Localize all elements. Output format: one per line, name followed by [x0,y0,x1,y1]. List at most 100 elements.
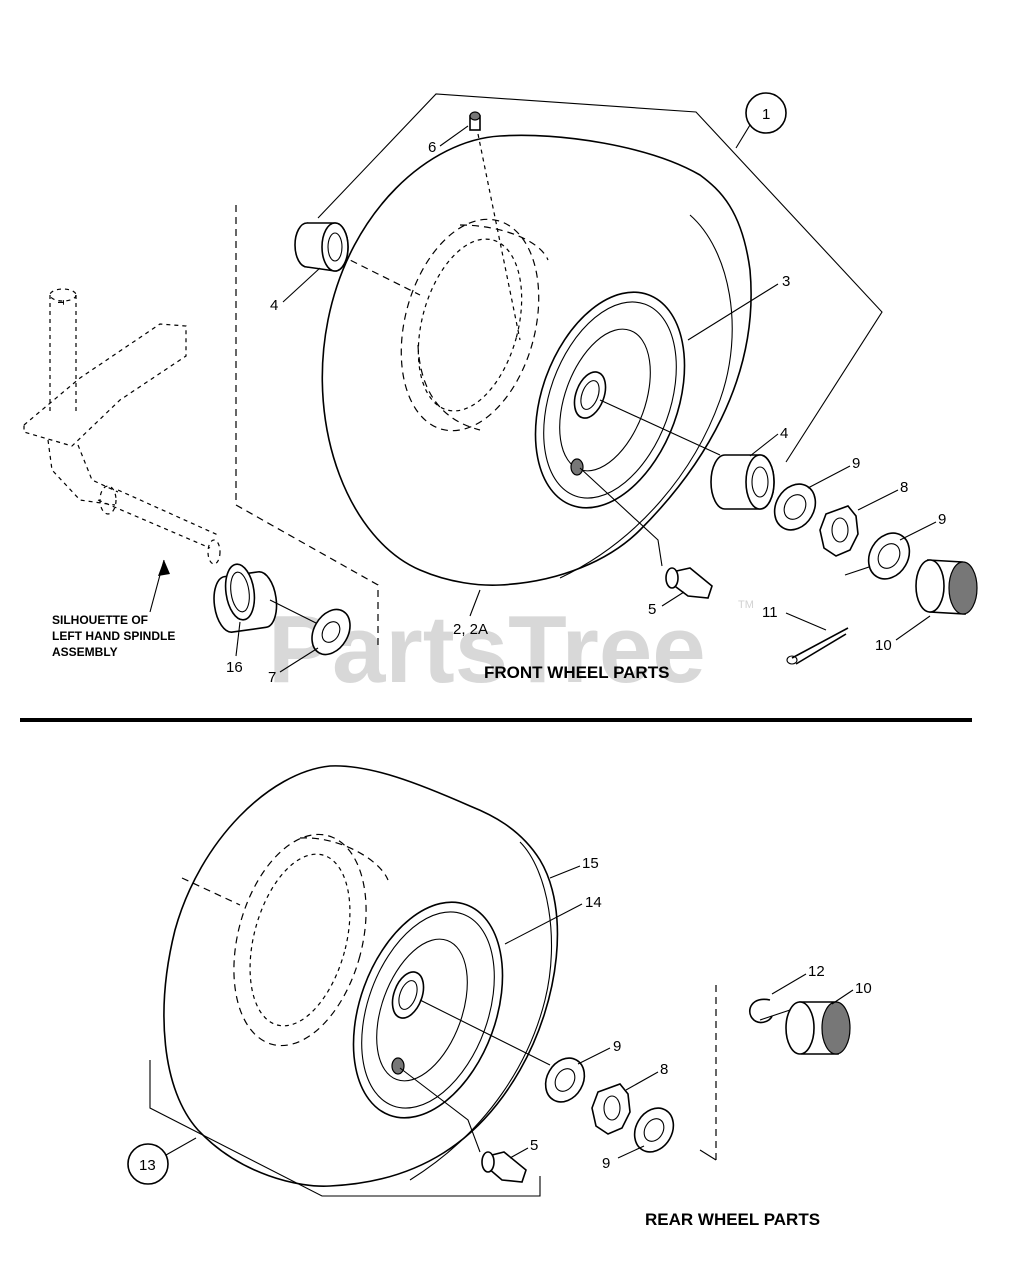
front-axle-line-right [599,399,721,456]
rear-rim-lip [361,911,495,1109]
leader-9-lower [899,521,937,541]
e-clip [748,998,773,1024]
front-rim-lip [543,301,677,499]
watermark-tm: TM [738,599,754,611]
callout-14: 14 [585,894,602,911]
leader-11 [785,612,827,631]
callout-9-lower: 9 [938,511,946,528]
callout-10-front: 10 [875,637,892,654]
rear-star-washer [591,1083,631,1135]
leader-3 [687,283,779,341]
leader-5-front [661,591,685,607]
leader-7 [279,647,319,673]
spacer-bushing [213,563,278,633]
washer-lower [867,532,911,580]
callout-6: 6 [428,139,436,156]
leader-9-rear-lower [617,1145,645,1159]
callout-4-upper: 4 [270,297,278,314]
leader-8 [857,489,899,511]
leader-8-rear [625,1071,659,1091]
callout-9-rear-lower: 9 [602,1155,610,1172]
washer-upper [773,483,817,531]
rear-axle-line-left [181,877,241,906]
callout-3: 3 [782,273,790,290]
front-inner-bracket [235,205,379,645]
callout-16: 16 [226,659,243,676]
silhouette-label-2: LEFT HAND SPINDLE [52,629,175,643]
front-valve-hole [570,458,584,476]
rear-washer-lower [633,1107,675,1153]
silhouette-label-3: ASSEMBLY [52,645,118,659]
callout-4-lower: 4 [780,425,788,442]
silhouette-arrow [158,560,170,576]
grease-fitting-line [477,133,521,341]
flange-bushing-upper [294,222,349,272]
leader-14 [504,903,583,945]
rear-caption: REAR WHEEL PARTS [645,1210,820,1229]
grease-fitting [469,111,481,131]
front-back-rim [400,218,540,432]
front-caption: FRONT WHEEL PARTS [484,663,669,682]
rear-valve-hole [391,1057,405,1075]
front-assembly-bracket [317,93,883,463]
flange-bushing-lower [710,454,775,510]
leader-1 [735,124,751,149]
valve-stem-rear [399,1067,527,1183]
star-washer [819,505,859,557]
rear-axle-line-right [419,999,551,1066]
hub-cap-front [915,559,978,615]
callout-5-rear: 5 [530,1137,538,1154]
callout-11: 11 [762,604,778,621]
rear-washer-upper [544,1057,586,1103]
svg-text:T: T [56,300,65,305]
rear-wheel-assembly [149,765,851,1197]
front-hub-bottom [417,344,481,431]
callout-circle-13 [127,1143,169,1185]
front-back-rim-inner [417,238,523,412]
front-wheel-assembly [213,93,978,665]
rear-rim-dish [376,938,468,1082]
callout-9-upper: 9 [852,455,860,472]
callout-circle-1 [745,92,787,134]
section-divider [20,718,972,722]
callout-9-rear-upper: 9 [613,1038,621,1055]
front-rim [534,291,686,509]
callout-7: 7 [268,669,276,686]
rear-hub-bore-inner [398,980,418,1010]
rear-back-rim [233,833,367,1047]
silhouette-label-1: SILHOUETTE OF [52,613,148,627]
rear-hub-top [299,837,389,881]
leader-10-rear [831,989,854,1005]
callout-13: 13 [139,1157,156,1174]
rear-assembly-bracket [149,1060,541,1197]
spindle-silhouette: T [23,288,221,565]
leader-16 [235,621,241,657]
leader-4-lower [749,433,779,457]
leader-6 [439,125,469,147]
leader-15 [549,865,581,879]
leader-10-front [895,615,931,641]
rear-axle-line-cap [759,1009,791,1021]
leader-13 [165,1137,197,1156]
callout-15: 15 [582,855,599,872]
front-hub-bore-inner [580,380,600,410]
callout-2: 2, 2A [453,621,488,638]
callout-10-rear: 10 [855,980,872,997]
callout-5-front: 5 [648,601,656,618]
leader-9-rear-upper [577,1047,611,1065]
valve-stem-front [579,467,713,599]
leader-12 [771,973,807,995]
rear-tire-sidewall [409,841,553,1181]
leader-5-rear [509,1147,529,1159]
rear-rim [352,901,504,1119]
front-axle-line-left [339,254,421,296]
front-hub-top [459,224,549,261]
front-tire [321,134,752,586]
callout-12: 12 [808,963,825,980]
flat-washer [311,608,351,656]
leader-9-upper [807,465,851,489]
callout-1: 1 [762,106,770,123]
callout-8: 8 [900,479,908,496]
